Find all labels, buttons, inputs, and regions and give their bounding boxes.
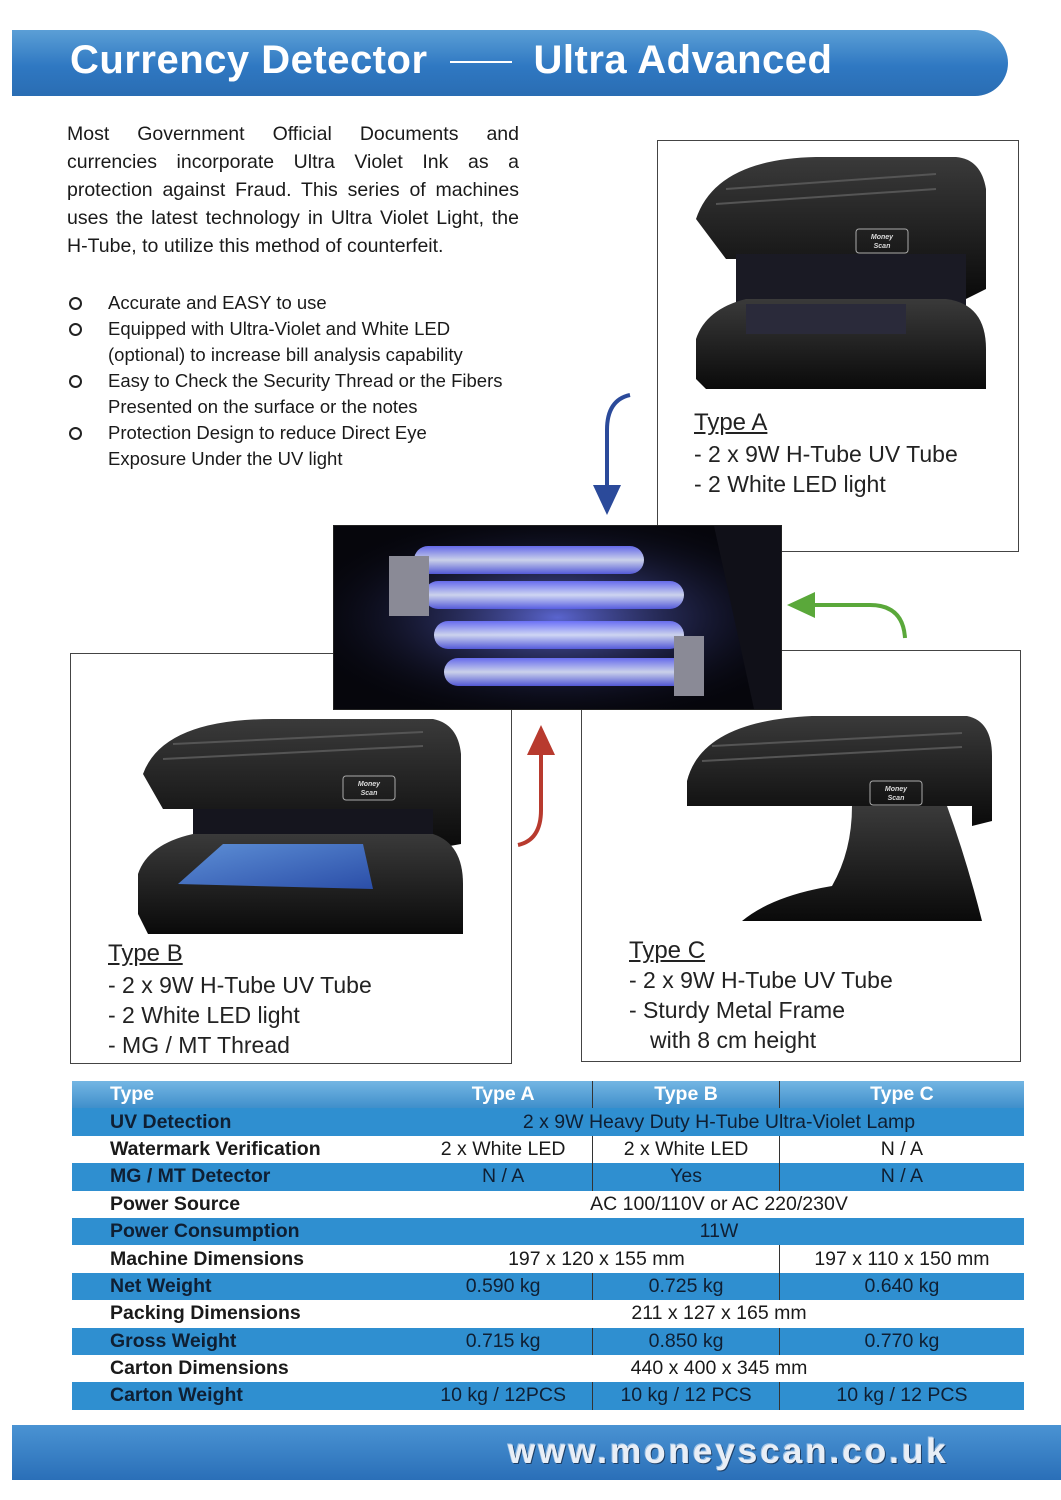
header-cell: Type B bbox=[592, 1081, 780, 1109]
table-cell: 10 kg / 12 PCS bbox=[778, 1382, 1024, 1410]
feature-item: Accurate and EASY to use bbox=[67, 290, 507, 316]
type-c-spec: - Sturdy Metal Frame bbox=[629, 997, 845, 1023]
type-c-spec: with 8 cm height bbox=[650, 1027, 817, 1053]
table-cell: 10 kg / 12 PCS bbox=[592, 1382, 780, 1410]
bullet-icon bbox=[69, 323, 82, 336]
table-cell: 2 x White LED bbox=[414, 1135, 593, 1164]
row-label: Carton Dimensions bbox=[72, 1354, 414, 1383]
table-cell: Yes bbox=[592, 1163, 780, 1191]
table-cell: AC 100/110V or AC 220/230V bbox=[414, 1190, 1024, 1218]
type-b-spec: - 2 x 9W H-Tube UV Tube bbox=[108, 972, 372, 998]
svg-text:Money: Money bbox=[358, 781, 381, 788]
feature-text: Equipped with Ultra-Violet and White LED… bbox=[108, 318, 463, 365]
row-label: Machine Dimensions bbox=[72, 1245, 414, 1273]
table-cell: 0.770 kg bbox=[778, 1327, 1024, 1355]
table-cell: 211 x 127 x 165 mm bbox=[414, 1300, 1024, 1328]
feature-list: Accurate and EASY to use Equipped with U… bbox=[67, 290, 507, 472]
table-row: MG / MT Detector N / A Yes N / A bbox=[72, 1163, 1024, 1191]
table-cell: N / A bbox=[414, 1163, 593, 1191]
table-row: Carton Dimensions 440 x 400 x 345 mm bbox=[72, 1354, 1024, 1383]
table-row: UV Detection 2 x 9W Heavy Duty H-Tube Ul… bbox=[72, 1108, 1024, 1136]
svg-text:Money: Money bbox=[885, 786, 908, 793]
svg-text:Scan: Scan bbox=[874, 243, 891, 250]
feature-item: Easy to Check the Security Thread or the… bbox=[67, 368, 507, 420]
row-label: Power Consumption bbox=[72, 1217, 414, 1246]
website-url[interactable]: www.moneyscan.co.uk bbox=[508, 1432, 949, 1471]
table-cell: N / A bbox=[778, 1163, 1024, 1191]
table-cell: 0.725 kg bbox=[592, 1272, 780, 1301]
type-a-title: Type A bbox=[694, 409, 768, 436]
row-label: Packing Dimensions bbox=[72, 1300, 414, 1328]
table-cell: 0.640 kg bbox=[778, 1272, 1024, 1301]
intro-paragraph: Most Government Official Documents and c… bbox=[67, 123, 519, 257]
product-card-type-b: Money Scan Type B - 2 x 9W H-Tube UV Tub… bbox=[70, 653, 512, 1064]
bullet-icon bbox=[69, 297, 82, 310]
row-label: Net Weight bbox=[72, 1272, 414, 1301]
type-b-title: Type B bbox=[108, 940, 183, 967]
table-cell: 440 x 400 x 345 mm bbox=[414, 1354, 1024, 1383]
product-card-type-c: Money Scan Type C - 2 x 9W H-Tube UV Tub… bbox=[581, 650, 1021, 1062]
page-title: Currency Detector Ultra Advanced bbox=[70, 38, 832, 83]
table-cell: 0.590 kg bbox=[414, 1272, 593, 1301]
table-row: Machine Dimensions 197 x 120 x 155 mm 19… bbox=[72, 1245, 1024, 1273]
feature-text: Protection Design to reduce Direct Eye E… bbox=[108, 422, 427, 469]
table-cell: 197 x 110 x 150 mm bbox=[778, 1245, 1024, 1273]
title-dash bbox=[449, 61, 512, 64]
product-card-type-a: Money Scan Type A - 2 x 9W H-Tube UV Tub… bbox=[657, 140, 1019, 552]
machine-type-b-image: Money Scan bbox=[138, 719, 463, 934]
bullet-icon bbox=[69, 427, 82, 440]
table-cell: 10 kg / 12PCS bbox=[414, 1382, 593, 1410]
table-row: Packing Dimensions 211 x 127 x 165 mm bbox=[72, 1300, 1024, 1328]
machine-type-a-image: Money Scan bbox=[696, 157, 986, 389]
row-label: UV Detection bbox=[72, 1108, 414, 1136]
type-b-spec: - MG / MT Thread bbox=[108, 1032, 290, 1058]
table-row: Carton Weight 10 kg / 12PCS 10 kg / 12 P… bbox=[72, 1382, 1024, 1410]
table-row: Power Consumption 11W bbox=[72, 1217, 1024, 1246]
header-cell: Type bbox=[72, 1081, 414, 1109]
type-a-spec: - 2 x 9W H-Tube UV Tube bbox=[694, 441, 958, 467]
table-header-row: Type Type A Type B Type C bbox=[72, 1081, 1024, 1109]
arrow-down-icon bbox=[593, 393, 631, 515]
feature-text: Easy to Check the Security Thread or the… bbox=[108, 370, 503, 417]
title-right: Ultra Advanced bbox=[533, 38, 833, 82]
type-c-spec: - 2 x 9W H-Tube UV Tube bbox=[629, 967, 893, 993]
table-cell: 11W bbox=[414, 1217, 1024, 1246]
table-cell: 197 x 120 x 155 mm bbox=[414, 1245, 780, 1273]
table-row: Net Weight 0.590 kg 0.725 kg 0.640 kg bbox=[72, 1272, 1024, 1301]
bullet-icon bbox=[69, 375, 82, 388]
feature-item: Equipped with Ultra-Violet and White LED… bbox=[67, 316, 507, 368]
spec-table: Type Type A Type B Type C UV Detection 2… bbox=[72, 1081, 1024, 1410]
arrow-up-icon bbox=[517, 725, 555, 847]
table-row: Gross Weight 0.715 kg 0.850 kg 0.770 kg bbox=[72, 1327, 1024, 1355]
svg-text:Scan: Scan bbox=[888, 795, 905, 802]
machine-type-c-image: Money Scan bbox=[687, 716, 992, 921]
svg-text:Scan: Scan bbox=[361, 790, 378, 797]
feature-text: Accurate and EASY to use bbox=[108, 292, 327, 313]
table-row: Power Source AC 100/110V or AC 220/230V bbox=[72, 1190, 1024, 1218]
table-cell: 2 x White LED bbox=[592, 1135, 780, 1164]
table-cell: 2 x 9W Heavy Duty H-Tube Ultra-Violet La… bbox=[414, 1108, 1024, 1136]
header-cell: Type C bbox=[778, 1081, 1024, 1109]
row-label: Power Source bbox=[72, 1190, 414, 1218]
arrow-left-icon bbox=[787, 592, 907, 639]
table-cell: 0.850 kg bbox=[592, 1327, 780, 1355]
row-label: Watermark Verification bbox=[72, 1135, 414, 1164]
footer-banner bbox=[12, 1425, 1061, 1480]
feature-item: Protection Design to reduce Direct Eye E… bbox=[67, 420, 507, 472]
row-label: MG / MT Detector bbox=[72, 1163, 414, 1191]
table-cell: 0.715 kg bbox=[414, 1327, 593, 1355]
table-cell: N / A bbox=[778, 1135, 1024, 1164]
table-row: Watermark Verification 2 x White LED 2 x… bbox=[72, 1135, 1024, 1164]
header-cell: Type A bbox=[414, 1081, 593, 1109]
uv-tube-photo bbox=[333, 525, 782, 710]
title-left: Currency Detector bbox=[70, 38, 428, 82]
type-c-title: Type C bbox=[629, 937, 706, 964]
type-a-spec: - 2 White LED light bbox=[694, 471, 886, 497]
row-label: Gross Weight bbox=[72, 1327, 414, 1355]
row-label: Carton Weight bbox=[72, 1382, 414, 1410]
type-b-spec: - 2 White LED light bbox=[108, 1002, 300, 1028]
svg-text:Money: Money bbox=[871, 234, 894, 241]
